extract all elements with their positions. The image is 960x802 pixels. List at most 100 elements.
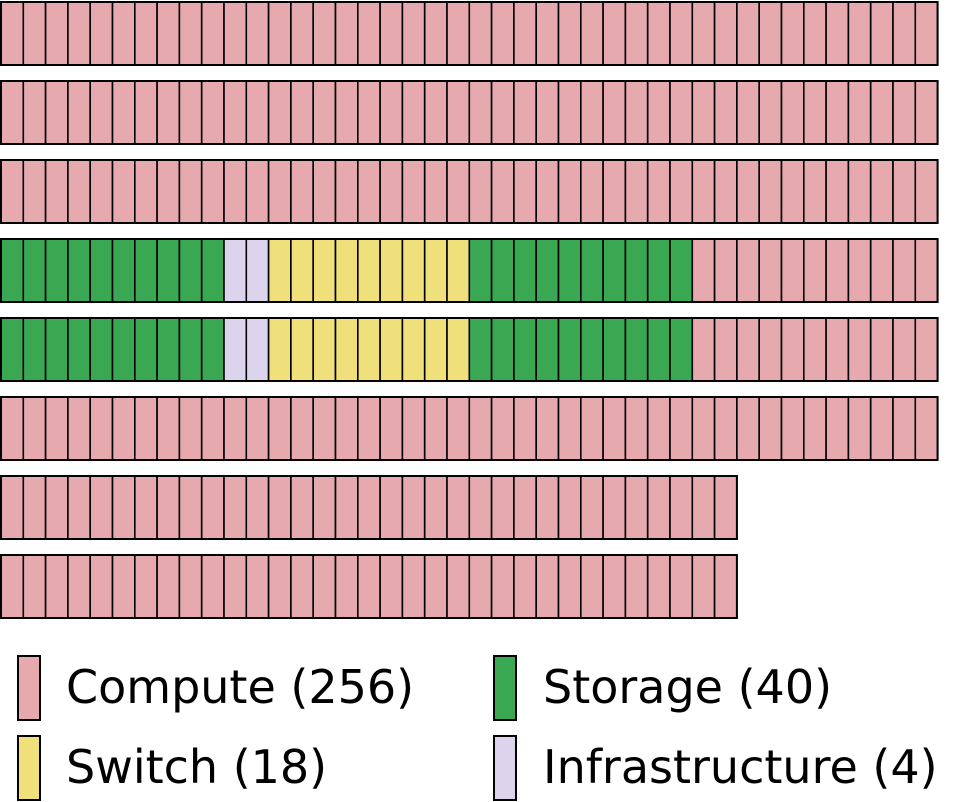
unit-compute bbox=[111, 159, 136, 224]
unit-compute bbox=[713, 475, 738, 540]
unit-compute bbox=[825, 80, 850, 145]
legend-label-switch: Switch (18) bbox=[66, 740, 327, 794]
unit-compute bbox=[178, 1, 203, 66]
unit-storage bbox=[535, 317, 560, 382]
unit-compute bbox=[914, 396, 939, 461]
unit-compute bbox=[579, 475, 604, 540]
unit-compute bbox=[736, 1, 761, 66]
unit-compute bbox=[446, 554, 471, 619]
unit-compute bbox=[490, 554, 515, 619]
unit-compute bbox=[869, 1, 894, 66]
unit-compute bbox=[22, 1, 47, 66]
unit-compute bbox=[134, 1, 158, 66]
unit-storage bbox=[89, 317, 114, 382]
unit-switch bbox=[267, 238, 292, 303]
unit-compute bbox=[0, 396, 25, 461]
unit-compute bbox=[356, 80, 381, 145]
rack-row bbox=[0, 159, 939, 224]
unit-compute bbox=[89, 396, 114, 461]
unit-storage bbox=[624, 317, 649, 382]
unit-storage bbox=[111, 317, 136, 382]
unit-compute bbox=[89, 1, 114, 66]
unit-compute bbox=[468, 159, 493, 224]
unit-compute bbox=[669, 1, 694, 66]
unit-compute bbox=[557, 554, 582, 619]
unit-compute bbox=[223, 159, 248, 224]
unit-compute bbox=[334, 80, 359, 145]
unit-compute bbox=[67, 159, 92, 224]
unit-compute bbox=[535, 1, 560, 66]
unit-compute bbox=[825, 159, 850, 224]
unit-compute bbox=[290, 475, 314, 540]
unit-storage bbox=[624, 238, 649, 303]
unit-compute bbox=[44, 80, 69, 145]
unit-compute bbox=[579, 396, 604, 461]
unit-compute bbox=[513, 396, 538, 461]
unit-compute bbox=[691, 554, 716, 619]
unit-compute bbox=[423, 475, 448, 540]
unit-compute bbox=[22, 80, 47, 145]
unit-compute bbox=[713, 396, 738, 461]
unit-compute bbox=[602, 159, 627, 224]
unit-compute bbox=[111, 1, 136, 66]
unit-compute bbox=[468, 396, 493, 461]
unit-storage bbox=[490, 238, 515, 303]
unit-compute bbox=[669, 554, 694, 619]
rack-row bbox=[0, 1, 939, 66]
legend-swatch-switch bbox=[17, 735, 41, 801]
unit-compute bbox=[423, 554, 448, 619]
unit-compute bbox=[646, 396, 671, 461]
unit-compute bbox=[691, 396, 716, 461]
unit-compute bbox=[713, 238, 738, 303]
unit-compute bbox=[691, 1, 716, 66]
unit-compute bbox=[156, 554, 181, 619]
unit-compute bbox=[200, 1, 225, 66]
unit-compute bbox=[892, 396, 917, 461]
unit-switch bbox=[446, 238, 471, 303]
unit-compute bbox=[178, 396, 203, 461]
unit-compute bbox=[602, 80, 627, 145]
unit-compute bbox=[557, 159, 582, 224]
unit-compute bbox=[847, 159, 872, 224]
unit-compute bbox=[44, 1, 69, 66]
unit-compute bbox=[423, 1, 448, 66]
unit-compute bbox=[624, 1, 649, 66]
rack-rows bbox=[0, 1, 939, 619]
unit-compute bbox=[669, 159, 694, 224]
unit-compute bbox=[178, 475, 203, 540]
unit-compute bbox=[423, 159, 448, 224]
unit-compute bbox=[914, 159, 939, 224]
unit-compute bbox=[869, 238, 894, 303]
unit-compute bbox=[134, 475, 158, 540]
unit-compute bbox=[67, 396, 92, 461]
unit-storage bbox=[579, 238, 604, 303]
unit-infrastructure bbox=[245, 317, 270, 382]
unit-compute bbox=[401, 80, 426, 145]
unit-compute bbox=[914, 317, 939, 382]
unit-compute bbox=[825, 396, 850, 461]
unit-compute bbox=[892, 80, 917, 145]
unit-infrastructure bbox=[223, 317, 248, 382]
unit-compute bbox=[111, 554, 136, 619]
unit-compute bbox=[379, 159, 404, 224]
unit-compute bbox=[22, 159, 47, 224]
unit-compute bbox=[646, 80, 671, 145]
unit-compute bbox=[847, 80, 872, 145]
unit-storage bbox=[557, 238, 582, 303]
unit-compute bbox=[67, 554, 92, 619]
unit-storage bbox=[0, 317, 25, 382]
unit-compute bbox=[379, 1, 404, 66]
unit-compute bbox=[423, 396, 448, 461]
unit-compute bbox=[334, 554, 359, 619]
unit-compute bbox=[356, 475, 381, 540]
unit-compute bbox=[914, 1, 939, 66]
unit-compute bbox=[825, 1, 850, 66]
unit-compute bbox=[646, 554, 671, 619]
legend-label-storage: Storage (40) bbox=[543, 660, 832, 714]
unit-compute bbox=[869, 396, 894, 461]
unit-storage bbox=[200, 317, 225, 382]
unit-compute bbox=[0, 159, 25, 224]
rack-row bbox=[0, 80, 939, 145]
unit-storage bbox=[44, 317, 69, 382]
